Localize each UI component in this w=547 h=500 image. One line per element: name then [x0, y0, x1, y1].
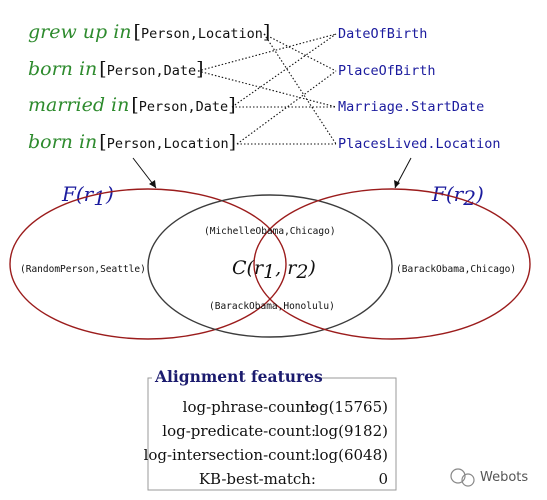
set-ellipse-right	[253, 188, 531, 340]
pair-left-only: (RandomPerson,Seattle)	[20, 264, 146, 275]
phrase-args: Person,Location	[107, 136, 229, 152]
link-line	[236, 70, 337, 145]
pair-intersection-top: (MichelleObama,Chicago)	[204, 226, 336, 237]
features-border	[147, 377, 397, 491]
link-line	[197, 70, 337, 108]
feature-label: KB-best-match:	[199, 470, 316, 488]
phrase-text: married in	[28, 94, 129, 116]
feature-value: log(6048)	[315, 446, 388, 464]
intersection-label: C(r1, r2)	[232, 257, 316, 283]
arrow-right	[394, 157, 412, 189]
phrase-row-3: born in[Person,Location]	[28, 131, 236, 153]
feature-value: log(9182)	[315, 422, 388, 440]
link-line	[197, 33, 337, 72]
close-bracket: ]	[196, 58, 203, 80]
close-bracket: ]	[228, 94, 235, 116]
features-title-bg	[152, 366, 316, 388]
wechat-icon	[450, 468, 466, 484]
watermark: Webots	[450, 468, 528, 487]
svg-text:married in[Person,Date]: married in[Person,Date]	[28, 94, 236, 116]
predicate-0: DateOfBirth	[338, 26, 427, 42]
svg-text:born in[Person,Location]: born in[Person,Location]	[28, 131, 236, 153]
phrase-text: grew up in	[28, 21, 132, 43]
phrase-text: born in	[28, 58, 97, 80]
features-title: Alignment features	[154, 367, 323, 386]
phrase-args: Person,Date	[139, 99, 228, 115]
phrase-row-0: grew up in[Person,Location]	[28, 21, 270, 43]
phrase-args: Person,Date	[107, 63, 196, 79]
arrow-left	[132, 157, 157, 189]
predicate-1: PlaceOfBirth	[338, 63, 436, 79]
open-bracket: [	[134, 21, 141, 43]
set-label-left: F(r1)	[61, 182, 114, 210]
set-ellipse-left	[9, 188, 287, 340]
feature-label: log-intersection-count:	[144, 446, 316, 464]
alignment-features-box: Alignment features log-phrase-count: log…	[144, 366, 397, 491]
watermark-text: Webots	[480, 470, 528, 485]
predicate-3: PlacesLived.Location	[338, 136, 501, 152]
pair-right-only: (BarackObama,Chicago)	[396, 264, 516, 275]
svg-text:grew up in[Person,Location]: grew up in[Person,Location]	[28, 21, 270, 43]
link-line	[263, 33, 337, 145]
feature-label: log-predicate-count:	[162, 422, 316, 440]
pair-intersection-bottom: (BarackObama,Honolulu)	[209, 301, 335, 312]
link-line	[263, 33, 337, 72]
phrase-args: Person,Location	[141, 26, 263, 42]
set-label-right: F(r2)	[431, 182, 484, 210]
phrase-row-1: born in[Person,Date]	[28, 58, 204, 80]
set-ellipse-intersection	[147, 194, 393, 338]
link-line	[231, 33, 337, 108]
alignment-links	[197, 33, 337, 145]
open-bracket: [	[99, 58, 106, 80]
phrase-text: born in	[28, 131, 97, 153]
svg-text:born in[Person,Date]: born in[Person,Date]	[28, 58, 204, 80]
open-bracket: [	[99, 131, 106, 153]
close-bracket: ]	[229, 131, 236, 153]
feature-label: log-phrase-count:	[183, 398, 316, 416]
feature-value: 0	[378, 470, 388, 488]
feature-value: log(15765)	[305, 398, 388, 416]
close-bracket: ]	[263, 21, 270, 43]
phrase-row-2: married in[Person,Date]	[28, 94, 236, 116]
predicate-2: Marriage.StartDate	[338, 99, 484, 115]
open-bracket: [	[131, 94, 138, 116]
